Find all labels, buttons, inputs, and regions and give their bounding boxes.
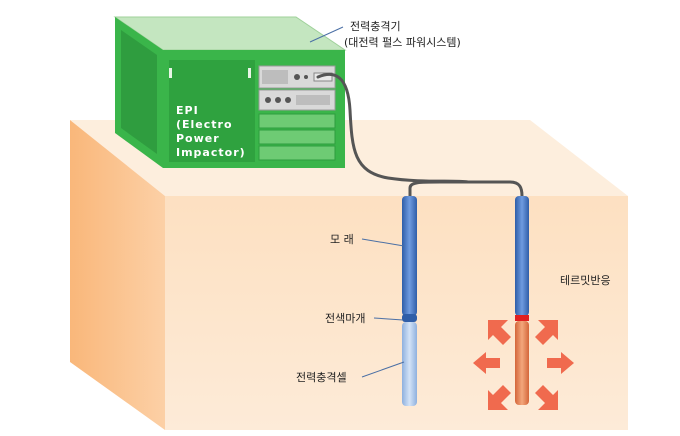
device-left-inner <box>121 30 157 154</box>
power-cable <box>316 72 524 198</box>
reaction-arrows <box>473 320 574 410</box>
right-rod-upper <box>515 196 529 316</box>
epi-panel-line-1: EPI <box>176 104 199 117</box>
control-unit-lower <box>258 89 336 111</box>
ground-block <box>70 120 628 430</box>
callout-sand-line <box>361 238 405 247</box>
callout-cell-line <box>361 361 405 378</box>
arrow-down-right <box>535 385 558 410</box>
callout-lines <box>309 26 405 378</box>
panel-right-stripe <box>248 68 251 78</box>
panel-left-stripe <box>169 68 172 78</box>
left-rod-lower <box>402 322 417 406</box>
plasma-reaction-label: 테르밋반응 <box>560 274 611 287</box>
arrow-left <box>473 352 500 374</box>
right-rod-junction <box>515 315 529 321</box>
shock-cell-label: 전력충격셀 <box>296 371 347 384</box>
epi-panel-line-2: (Electro <box>176 118 233 131</box>
right-rod-reaction <box>515 321 529 405</box>
storage-drawers <box>258 113 336 161</box>
arrow-up-right <box>535 320 558 345</box>
right-electrode <box>515 196 529 405</box>
left-rod-upper <box>402 196 417 316</box>
device-title-label: 전력충격기 <box>350 20 401 33</box>
epi-device: EPI (Electro Power Impactor) <box>113 16 347 168</box>
electrode-cap-marker <box>402 314 417 322</box>
epi-panel-line-4: Impactor) <box>176 146 246 159</box>
left-electrode <box>402 196 417 406</box>
arrow-down-left <box>488 385 511 410</box>
ground-side-face <box>70 120 165 430</box>
device-subtitle-label: (대전력 펄스 파워시스템) <box>344 36 461 49</box>
callout-title-line <box>309 26 344 43</box>
callout-cap-line <box>373 317 404 321</box>
arrow-right <box>547 352 574 374</box>
sand-label: 모 래 <box>330 233 354 246</box>
control-unit-upper <box>258 65 336 89</box>
ground-front-face <box>165 196 628 430</box>
device-front-panel <box>169 60 255 162</box>
epi-panel-line-3: Power <box>176 132 220 145</box>
electrode-cap-label: 전색마개 <box>325 312 365 325</box>
arrow-up-left <box>488 320 511 345</box>
